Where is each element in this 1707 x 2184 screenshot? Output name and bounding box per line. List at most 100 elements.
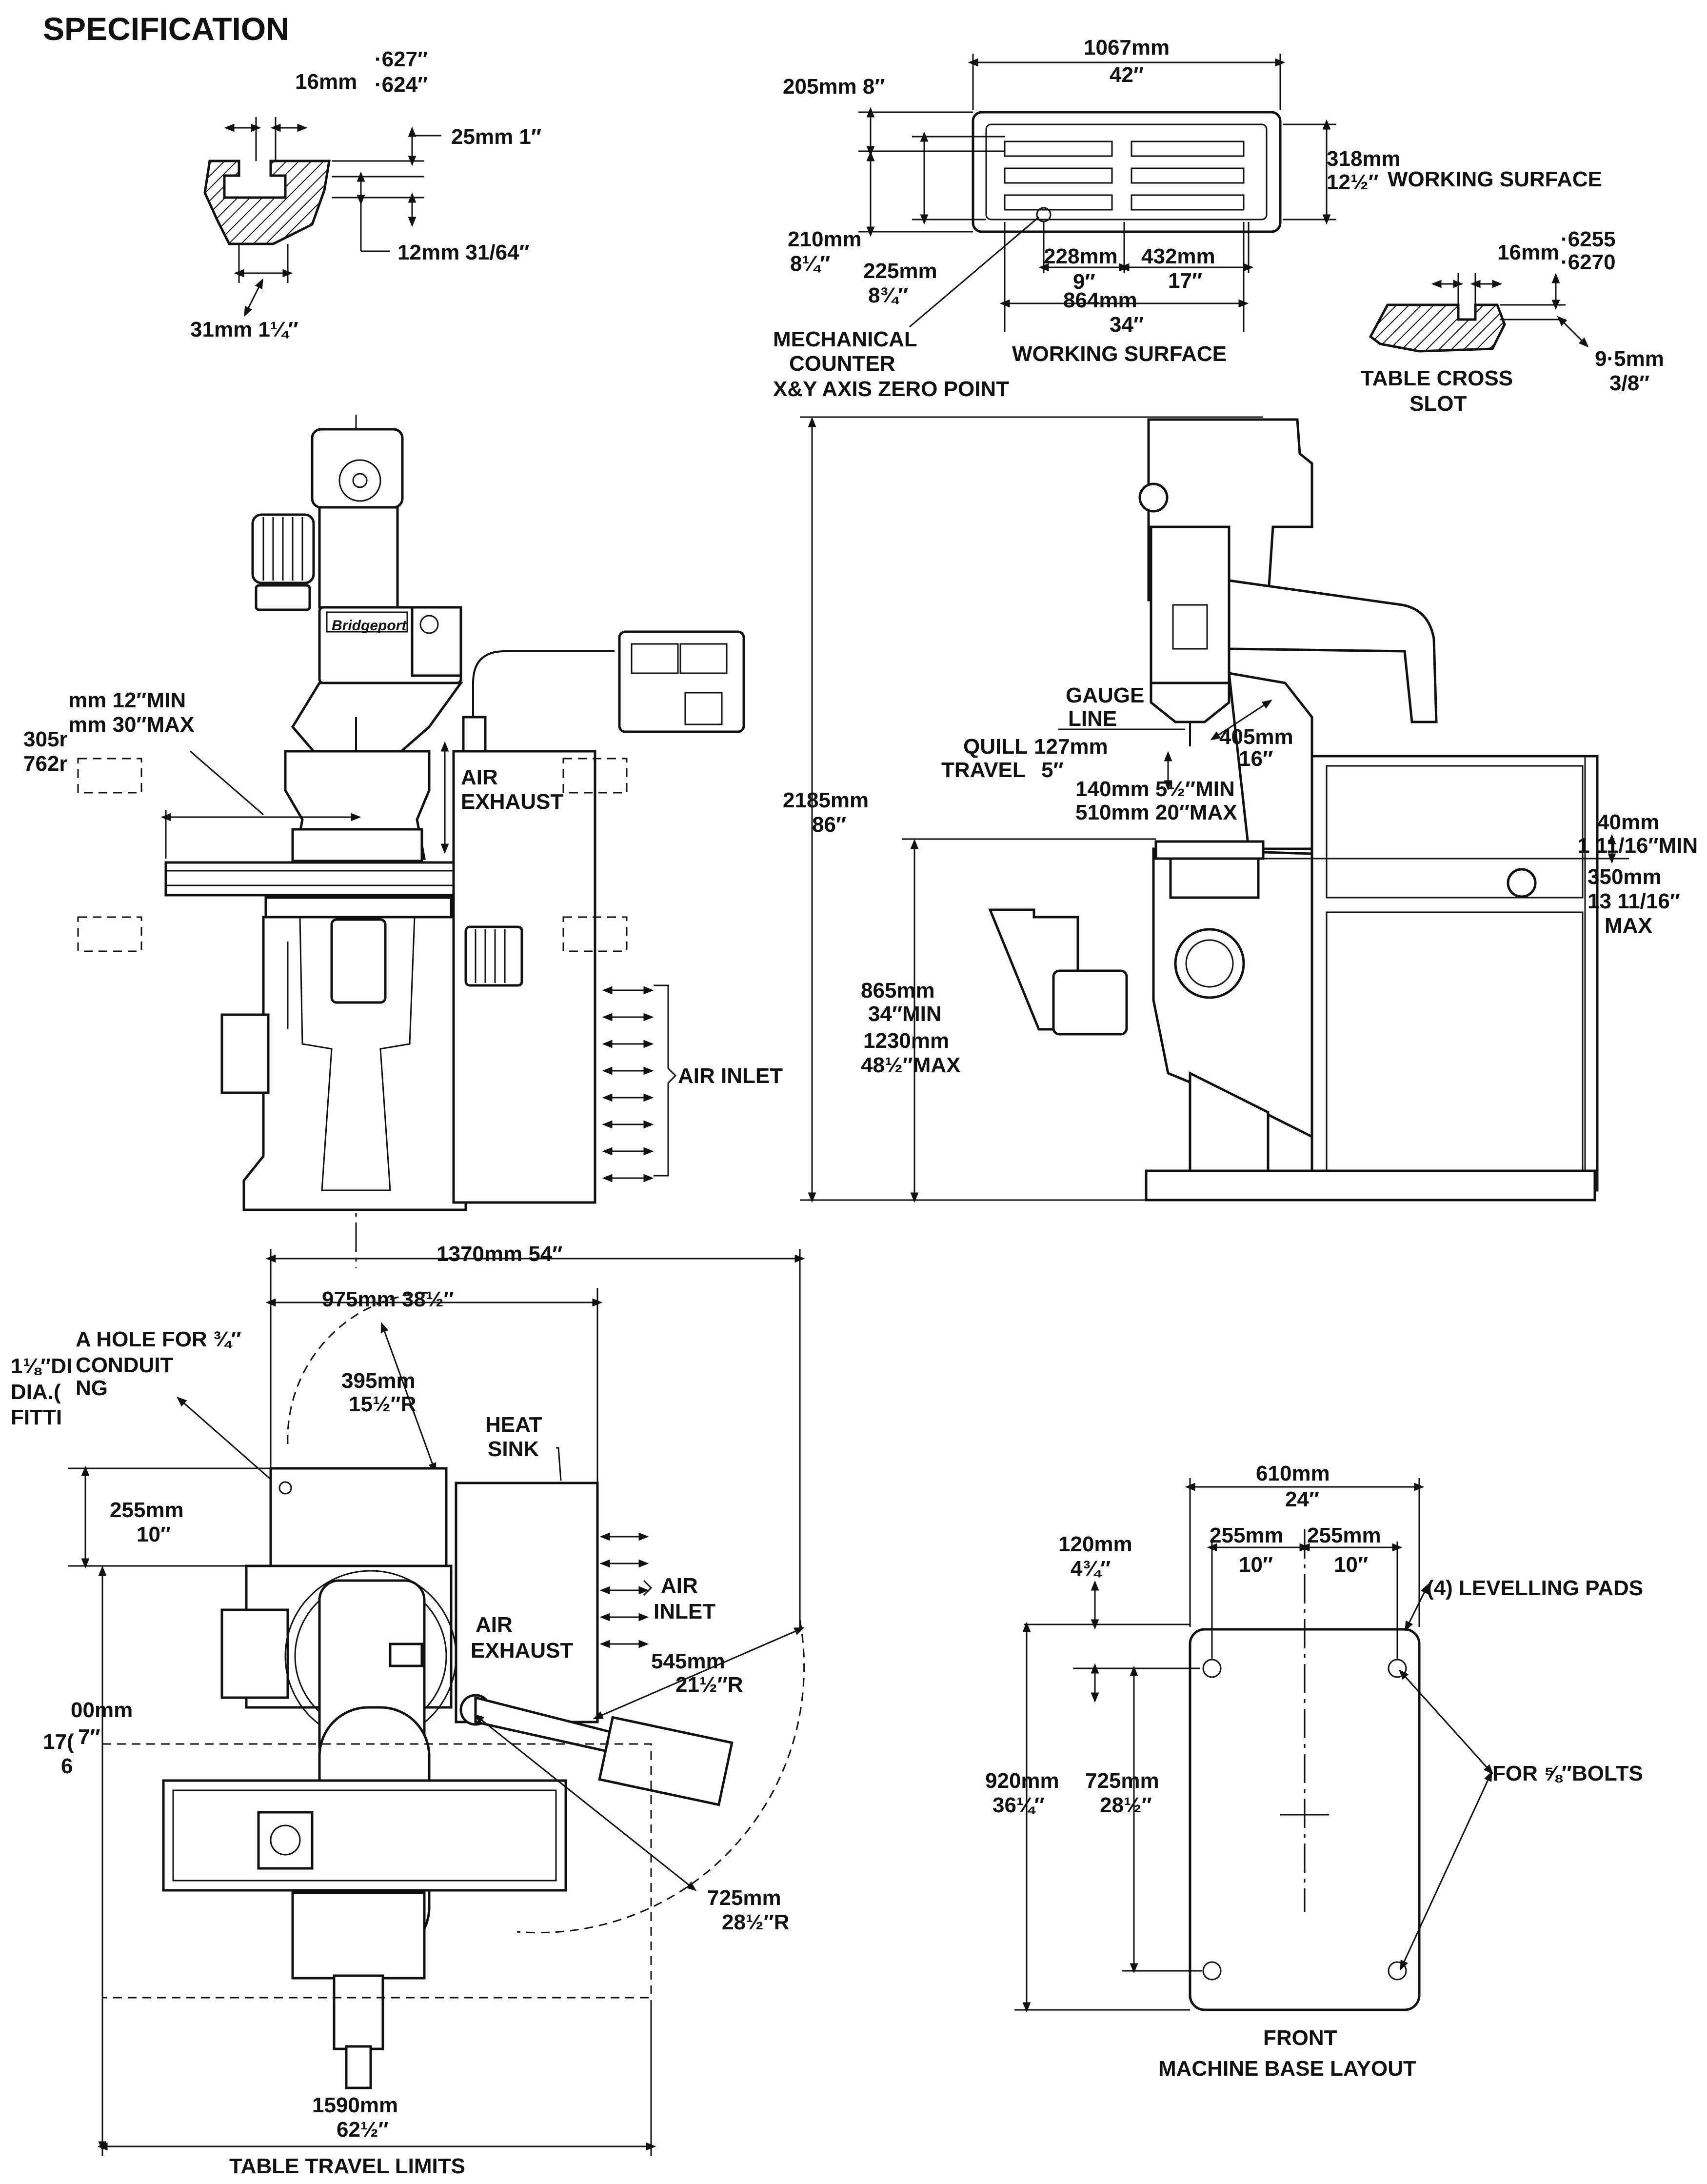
table-length: 1067mm bbox=[1084, 36, 1170, 60]
plan-d725-arrow bbox=[474, 1714, 697, 1891]
side-table-section bbox=[1154, 840, 1265, 860]
table-d228-in: 9″ bbox=[1073, 270, 1095, 294]
side-head bbox=[1150, 525, 1231, 687]
plan-left-2: 17( bbox=[43, 1730, 74, 1754]
front-air-inlet-brace bbox=[654, 984, 677, 1177]
counter-leader bbox=[909, 216, 1039, 328]
plan-conduit-hole-icon bbox=[278, 1481, 292, 1495]
plan-hole-3: NG bbox=[76, 1376, 108, 1400]
base-bolts-leader-bottom bbox=[1400, 1771, 1492, 1971]
base-d120-in: 4¾″ bbox=[1071, 1557, 1111, 1581]
side-quill-1: QUILL bbox=[963, 735, 1028, 759]
motor-side-mount bbox=[255, 584, 311, 611]
plan-d725: 725mm bbox=[707, 1886, 781, 1910]
front-left-1: 305r bbox=[23, 727, 68, 751]
plan-saddle bbox=[291, 1891, 426, 1980]
tslot-width: 16mm bbox=[295, 70, 357, 94]
plan-d395-arrow bbox=[380, 1322, 437, 1473]
plan-d1590-in: 62½″ bbox=[337, 2118, 389, 2142]
tslot-depth: 25mm 1″ bbox=[451, 125, 541, 149]
plan-air-exhaust-1: AIR bbox=[476, 1613, 513, 1637]
plan-left-1: 00mm bbox=[71, 1698, 133, 1722]
cross-slot-section bbox=[1369, 303, 1506, 353]
table-d432: 432mm bbox=[1141, 244, 1215, 268]
plan-head-knob bbox=[389, 1643, 423, 1667]
base-bolts-leader-top bbox=[1398, 1669, 1494, 1775]
base-pad-bottom-left bbox=[1202, 1961, 1222, 1981]
cross-slot-label-1: TABLE CROSS bbox=[1361, 366, 1513, 390]
side-d350-max: MAX bbox=[1605, 914, 1652, 938]
table-working-surface: WORKING SURFACE bbox=[1388, 167, 1602, 191]
front-view: Bridgeport bbox=[23, 415, 783, 1268]
plan-heat-1: HEAT bbox=[485, 1413, 542, 1437]
front-knee bbox=[299, 916, 416, 1191]
base-d255a: 255mm bbox=[1210, 1523, 1284, 1547]
base-layout: 610mm 24″ 255mm 255mm 10″ 10″ 120mm 4¾″ … bbox=[985, 1462, 1643, 2081]
plan-hole-2: CONDUIT bbox=[76, 1353, 174, 1377]
counter-label-3: X&Y AXIS ZERO POINT bbox=[773, 377, 1009, 401]
page-title: SPECIFICATION bbox=[43, 11, 289, 47]
plan-air-inlet-2: INLET bbox=[654, 1600, 715, 1623]
plan-d545-arrow bbox=[593, 1627, 805, 1720]
table-d228: 228mm bbox=[1044, 244, 1118, 268]
plan-left-2b: 7″ bbox=[78, 1725, 100, 1749]
side-d405: 405mm bbox=[1219, 725, 1293, 749]
front-cabinet-fan-fins bbox=[475, 929, 506, 983]
base-d120: 120mm bbox=[1058, 1532, 1132, 1556]
plan-air-inlet-arrows bbox=[599, 1532, 649, 1648]
cross-slot-detail: 16mm ·6255 ·6270 9·5mm 3/8″ TABLE CROSS … bbox=[1361, 227, 1664, 416]
side-d350-in: 13 11/16″ bbox=[1588, 889, 1680, 913]
front-air-inlet: AIR INLET bbox=[678, 1064, 783, 1088]
plan-hole-1: A HOLE FOR ¾″ bbox=[76, 1327, 241, 1351]
brand-plate bbox=[326, 611, 408, 633]
front-knee-crank bbox=[330, 918, 387, 1004]
base-bolts: FOR ⅝″BOLTS bbox=[1492, 1762, 1643, 1785]
side-quill-2: TRAVEL bbox=[941, 758, 1026, 782]
front-cabinet-fan bbox=[464, 925, 523, 987]
front-air-inlet-arrows bbox=[602, 986, 654, 1182]
table-d318: 318mm bbox=[1327, 147, 1401, 171]
base-pad-bottom-right bbox=[1388, 1961, 1407, 1981]
motor-top-dial-icon bbox=[338, 459, 381, 502]
base-d610-in: 24″ bbox=[1285, 1487, 1319, 1511]
side-d2185-in: 86″ bbox=[812, 813, 846, 837]
table-length-in: 42″ bbox=[1110, 63, 1144, 87]
front-travel-limits bbox=[77, 758, 628, 952]
brand-plate-text: Bridgeport bbox=[332, 618, 407, 634]
table-plan-slots bbox=[1004, 140, 1245, 211]
side-d405-arrow bbox=[1210, 700, 1272, 741]
plan-d395: 395mm bbox=[341, 1369, 416, 1393]
side-cabinet-top-door bbox=[1326, 765, 1584, 899]
plan-d255: 255mm bbox=[110, 1498, 184, 1522]
base-d920: 920mm bbox=[985, 1769, 1059, 1793]
base-front: FRONT bbox=[1263, 2026, 1337, 2050]
plan-d545: 545mm bbox=[651, 1649, 725, 1673]
side-overarm bbox=[1228, 579, 1438, 723]
base-d10b: 10″ bbox=[1334, 1553, 1368, 1577]
base-d255b: 255mm bbox=[1307, 1523, 1381, 1547]
side-view: 2185mm 86″ 865mm 34″MIN 1230mm 48½″MAX G… bbox=[783, 416, 1698, 1203]
plan-knee-screw bbox=[333, 1974, 384, 2050]
head-switch-icon bbox=[419, 615, 439, 634]
base-pad-top-left bbox=[1202, 1659, 1222, 1678]
front-travel-leader bbox=[190, 750, 264, 816]
plan-d395-in: 15½″R bbox=[349, 1392, 417, 1416]
plan-crank-stub bbox=[345, 2045, 372, 2089]
plan-heat-leader bbox=[556, 1447, 562, 1481]
plan-d545-in: 21½″R bbox=[675, 1673, 743, 1697]
plan-ram bbox=[269, 1467, 448, 1567]
plan-left-3: 6 bbox=[61, 1754, 73, 1778]
cross-slot-depth-in: 3/8″ bbox=[1609, 371, 1649, 395]
plan-cabinet bbox=[455, 1482, 599, 1723]
table-d318-in: 12½″ bbox=[1327, 170, 1379, 194]
side-quill-mm: 127mm bbox=[1034, 735, 1108, 759]
table-plan-outline bbox=[972, 111, 1282, 233]
ram-head bbox=[318, 506, 399, 609]
side-cabinet bbox=[1310, 755, 1599, 1192]
plan-hole-left-2: DIA.( bbox=[11, 1380, 61, 1404]
base-d610: 610mm bbox=[1256, 1462, 1330, 1485]
table-plan: 1067mm 42″ 205mm 8″ 210mm 8¼″ 225mm 8¾″ … bbox=[773, 36, 1602, 401]
cross-slot-label-2: SLOT bbox=[1409, 392, 1467, 416]
plan-saddle-block bbox=[257, 1811, 314, 1870]
base-pads-leader bbox=[1405, 1583, 1429, 1632]
